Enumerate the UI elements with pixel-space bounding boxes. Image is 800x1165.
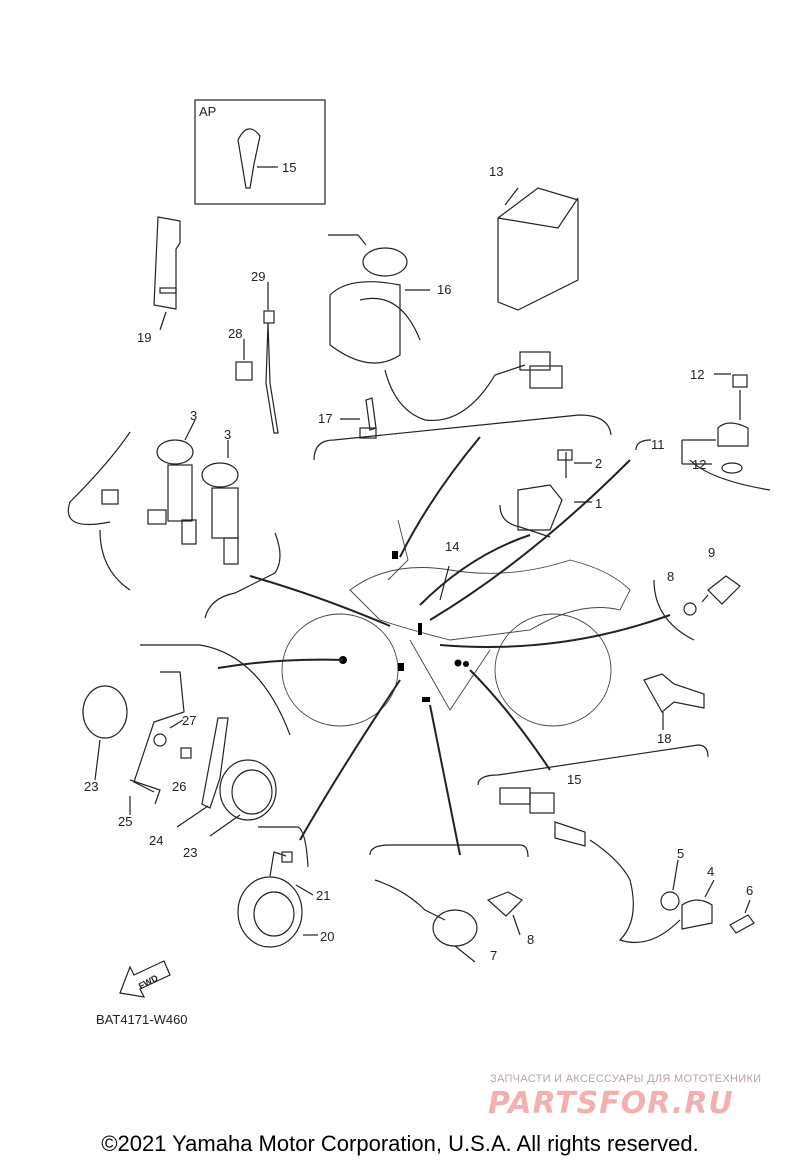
callout-2: 2 [595,456,603,471]
callout-19: 18 [657,731,672,746]
sensor-10-icon [432,909,478,947]
ignition-switch-icon [329,281,401,364]
callout-15a: 14 [445,539,460,554]
callout-23b: 23 [183,845,198,860]
callout-17: 15 [282,160,297,175]
bracket-19 [643,673,705,713]
callout-3a: 3 [190,408,198,423]
callout-10: 7 [490,948,498,963]
callout-6: 6 [746,883,754,898]
diagram-code: BAT4171-W460 [96,1012,188,1027]
callout-14: 13 [489,164,504,179]
horn-icon [237,876,303,948]
callout-18: 17 [318,411,333,426]
sensor-7-icon [707,575,741,605]
cable-tie-icon [263,310,275,324]
sensor-4-icon [681,899,713,930]
callout-29: 29 [251,269,266,284]
callout-28: 28 [228,326,243,341]
key-icon [237,128,261,189]
callout-20: 19 [137,330,152,345]
callout-11: 11 [651,437,665,452]
callout-12: 12 [692,457,707,472]
bolt-18 [365,397,377,431]
callout-13: 12 [690,367,705,382]
harness-3 [67,431,131,526]
sensor-1-icon [517,484,563,531]
callout-26: 26 [172,779,187,794]
cover-23 [219,759,277,821]
callout-21: 20 [320,929,335,944]
ap-box [194,99,326,205]
callout-25: 25 [118,814,133,829]
callout-5: 5 [677,846,685,861]
ecu-icon [497,187,579,311]
callout-1: 1 [595,496,603,511]
bracket-20 [153,216,181,310]
callout-23a: 23 [84,779,99,794]
sensor-10-cable [374,879,446,921]
bolt-13 [732,374,748,388]
sensor-9-icon [486,891,523,917]
callout-27: 27 [182,713,197,728]
callout-9: 8 [527,932,535,947]
watermark-logo: PARTSFOR.RU [488,1086,734,1121]
callout-16: 16 [437,282,452,297]
bracket-25 [133,671,185,793]
fwd-arrow-icon [119,960,171,998]
callout-8: 8 [667,569,675,584]
ap-box-label: AP [199,104,217,119]
motorcycle-silhouette [281,519,631,727]
o-ring-5 [660,891,680,911]
callout-24: 24 [149,833,164,848]
sensor-11-icon [717,422,749,447]
callout-4: 4 [707,864,715,879]
callout-22: 21 [316,888,331,903]
bracket-24 [201,717,229,809]
key-ignition [328,234,367,246]
callout-3b: 3 [224,427,232,442]
copyright-notice: ©2021 Yamaha Motor Corporation, U.S.A. A… [101,1131,699,1156]
bolt-6 [729,914,755,934]
callout-15b: 15 [567,772,582,787]
connector-15 [499,787,531,805]
callout-7: 9 [708,545,716,560]
clip-icon [235,361,253,381]
watermark-tagline: ЗАПЧАСТИ И АКСЕССУАРЫ ДЛЯ МОТОТЕХНИКИ [490,1073,762,1085]
